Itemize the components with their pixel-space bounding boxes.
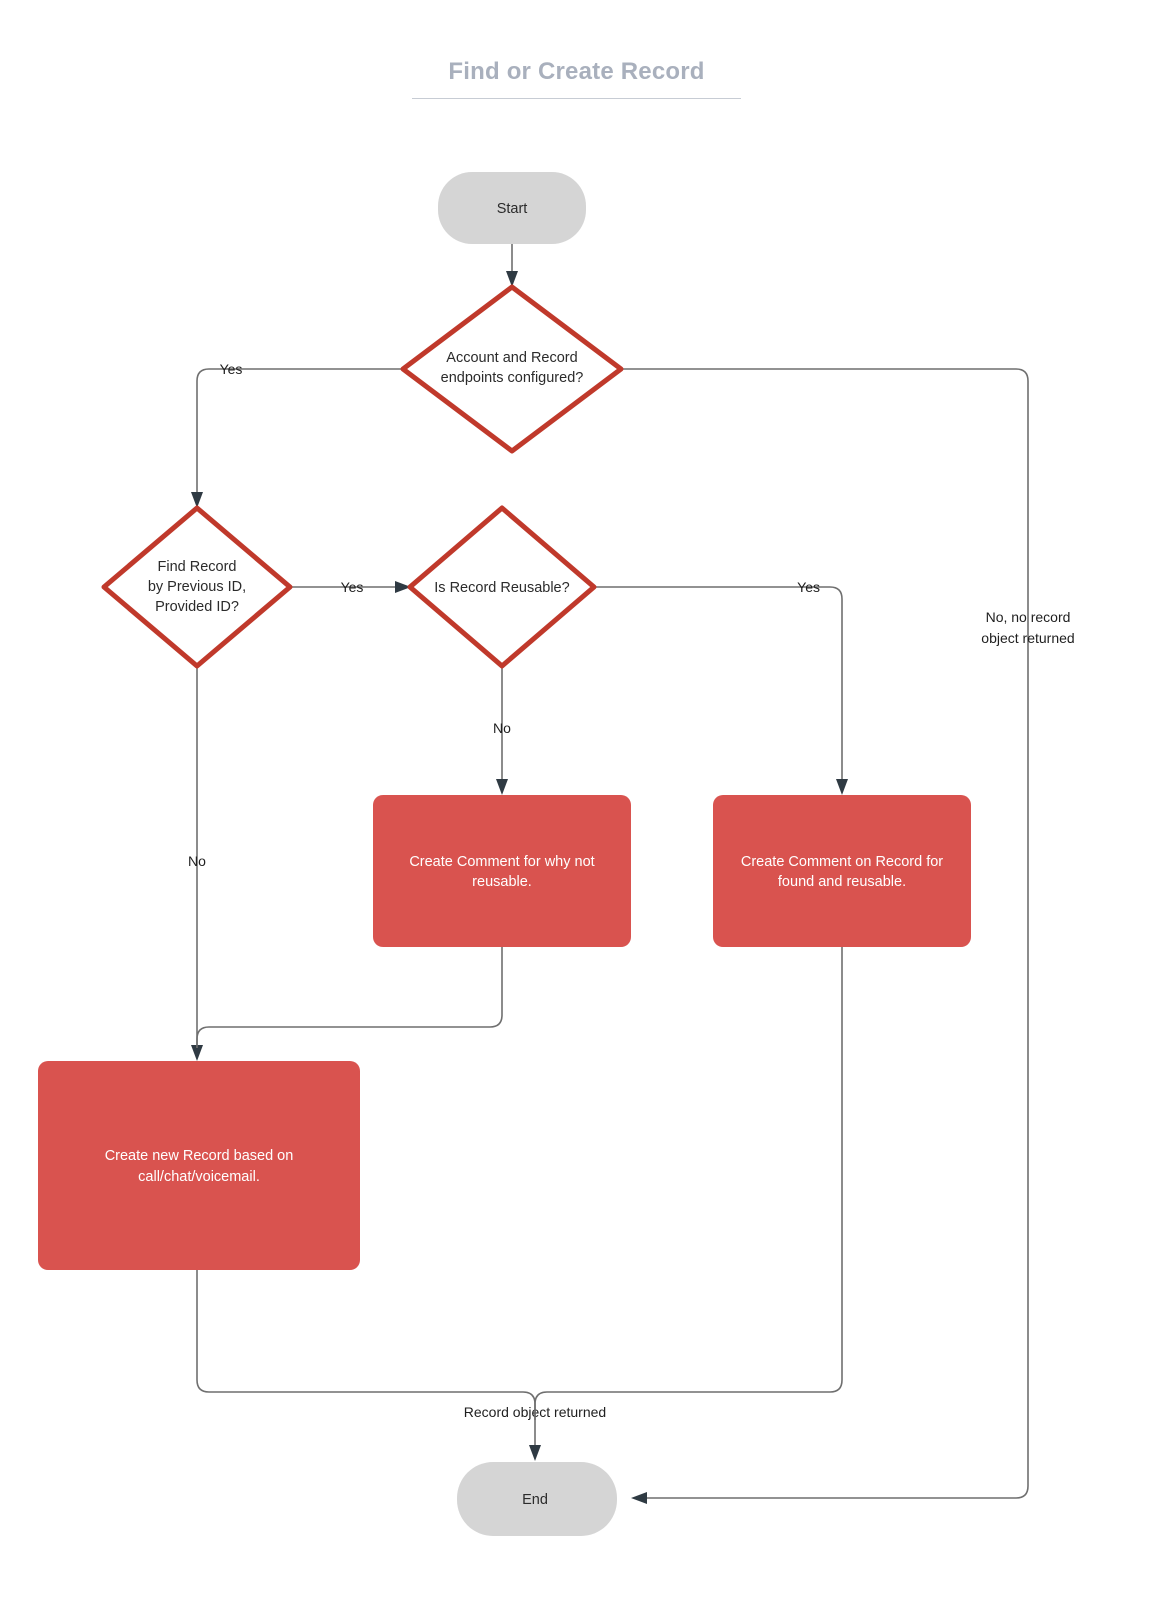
node-reusable-shape[interactable] — [407, 505, 597, 669]
node-endpoints-label-line1: Account and Record — [446, 350, 577, 366]
node-find-record-label-line3: Provided ID? — [155, 599, 239, 615]
node-comment-found-label-line1: Create Comment on Record for — [741, 854, 943, 870]
edge-reusable-no: No — [493, 667, 511, 795]
node-endpoints-label-line2: endpoints configured? — [441, 370, 584, 386]
edge-endpoints-yes: Yes — [191, 361, 405, 508]
node-comment-why-not-label-line2: reusable. — [472, 874, 532, 890]
node-comment-found-shape[interactable] — [713, 795, 971, 947]
node-create-record[interactable]: Create new Record based on call/chat/voi… — [38, 1061, 360, 1270]
edge-comment-found-to-end — [534, 947, 843, 1420]
page-title: Find or Create Record — [412, 58, 741, 99]
edge-endpoints-no: No, no record object returned — [620, 368, 1075, 1504]
node-comment-why-not-label-line1: Create Comment for why not — [409, 854, 594, 870]
edge-label-reusable-no: No — [493, 720, 511, 736]
edge-find-record-yes: Yes — [290, 579, 411, 595]
node-comment-found-label-line2: found and reusable. — [778, 874, 906, 890]
node-end-shape[interactable] — [457, 1462, 617, 1536]
node-reusable-decision[interactable]: Is Record Reusable? — [407, 505, 597, 669]
edge-label-endpoints-no-line2: object returned — [981, 630, 1074, 646]
node-find-record-decision[interactable]: Find Record by Previous ID, Provided ID? — [101, 505, 293, 669]
node-create-record-shape[interactable] — [38, 1061, 360, 1270]
node-create-record-label-line1: Create new Record based on — [105, 1148, 294, 1164]
node-start-label: Start — [497, 201, 528, 217]
node-comment-why-not[interactable]: Create Comment for why not reusable. — [373, 795, 631, 947]
edge-label-endpoints-no-line1: No, no record — [986, 609, 1071, 625]
node-comment-why-not-shape[interactable] — [373, 795, 631, 947]
edge-comment-why-not-to-create-record — [196, 947, 503, 1048]
node-find-record-label-line2: by Previous ID, — [148, 579, 246, 595]
edge-label-find-record-no: No — [188, 853, 206, 869]
edge-create-record-to-end: Record object returned — [196, 1270, 606, 1461]
node-end[interactable]: End — [457, 1462, 617, 1536]
edge-start-to-endpoints — [506, 244, 518, 287]
page-title-container: Find or Create Record — [0, 58, 1153, 99]
edge-label-find-record-yes: Yes — [341, 579, 364, 595]
edge-label-reusable-yes: Yes — [797, 579, 820, 595]
node-find-record-shape[interactable] — [101, 505, 293, 669]
node-start[interactable]: Start — [438, 172, 586, 244]
node-comment-found[interactable]: Create Comment on Record for found and r… — [713, 795, 971, 947]
node-reusable-label: Is Record Reusable? — [434, 580, 569, 596]
node-find-record-label-line1: Find Record — [158, 559, 237, 575]
edge-reusable-yes: Yes — [594, 579, 848, 795]
node-start-shape[interactable] — [438, 172, 586, 244]
node-endpoints-decision[interactable]: Account and Record endpoints configured? — [400, 284, 624, 454]
edge-find-record-no: No — [188, 667, 206, 1061]
edge-label-endpoints-yes: Yes — [220, 361, 243, 377]
node-endpoints-shape[interactable] — [400, 284, 624, 454]
node-create-record-label-line2: call/chat/voicemail. — [138, 1169, 260, 1185]
node-end-label: End — [522, 1492, 548, 1508]
